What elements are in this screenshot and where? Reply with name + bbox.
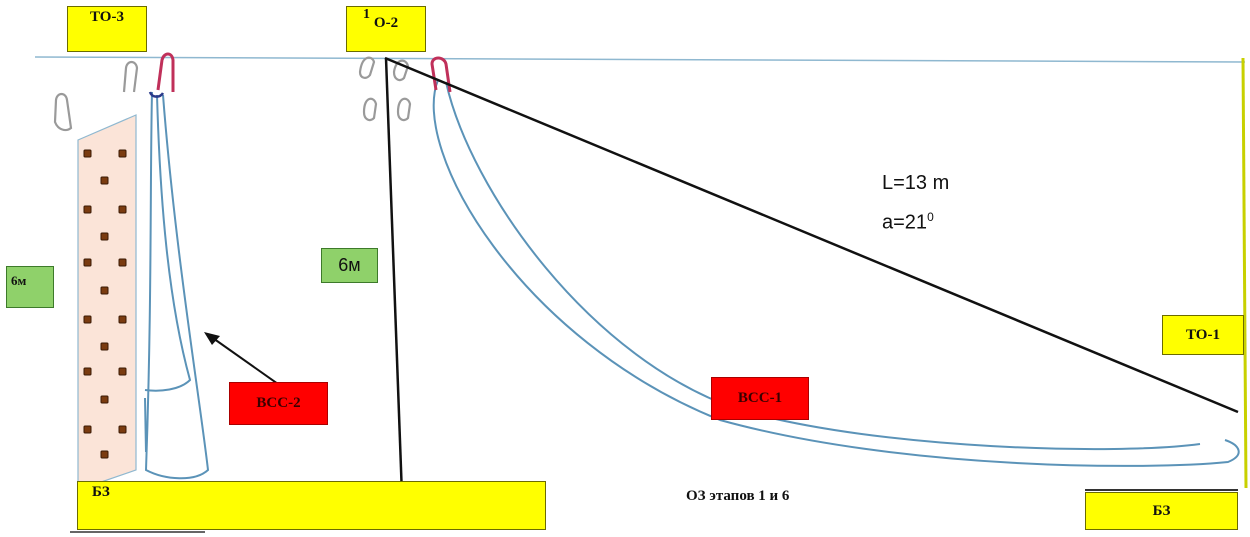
to1-text: ТО-1 bbox=[1186, 326, 1220, 343]
drill-hole bbox=[118, 425, 127, 434]
to3-label: ТО-3 bbox=[67, 6, 147, 52]
drill-hole bbox=[83, 315, 92, 324]
drill-hole bbox=[83, 258, 92, 267]
rock-face bbox=[77, 114, 137, 491]
angle-degree: 0 bbox=[927, 210, 934, 224]
o2-label: 1 О-2 bbox=[346, 6, 426, 52]
to3-text: ТО-3 bbox=[90, 9, 124, 25]
drill-hole bbox=[118, 149, 127, 158]
length-annotation: L=13 m bbox=[882, 172, 949, 195]
hook-marker bbox=[122, 60, 139, 93]
length-text: L=13 m bbox=[882, 172, 950, 194]
drill-hole bbox=[100, 286, 109, 295]
drill-holes bbox=[83, 149, 127, 459]
surface-line bbox=[34, 56, 1246, 63]
drill-hole bbox=[118, 205, 127, 214]
height-left-text: 6м bbox=[11, 273, 27, 288]
drill-hole bbox=[83, 425, 92, 434]
height-center-text: 6м bbox=[338, 255, 361, 275]
drill-hole bbox=[100, 342, 109, 351]
anchor-center bbox=[430, 56, 452, 93]
vss2-arrow-head bbox=[204, 332, 220, 345]
bz-right-text: БЗ bbox=[1152, 502, 1171, 519]
hook-markers bbox=[53, 56, 412, 132]
vertical-line bbox=[384, 57, 404, 497]
drill-hole bbox=[118, 315, 127, 324]
to1-label: ТО-1 bbox=[1162, 315, 1244, 355]
bz-left-bar: БЗ bbox=[77, 481, 546, 530]
hook-marker bbox=[53, 92, 73, 132]
hook-marker bbox=[358, 56, 376, 79]
angle-text: a=21 bbox=[882, 211, 928, 234]
height-center-label: 6м bbox=[321, 248, 378, 283]
drill-hole bbox=[100, 450, 109, 459]
left-loop-inner bbox=[144, 94, 192, 392]
bz-left-text: БЗ bbox=[92, 484, 110, 500]
vss2-arrow-line bbox=[209, 335, 279, 385]
vss2-text: ВСС-2 bbox=[256, 395, 301, 411]
left-loop-stub bbox=[144, 397, 147, 453]
drill-hole bbox=[118, 367, 127, 376]
drill-hole bbox=[118, 258, 127, 267]
drill-hole bbox=[83, 149, 92, 158]
left-loop-outer bbox=[144, 91, 210, 480]
vss1-label: ВСС-1 bbox=[711, 377, 809, 420]
hook-marker bbox=[362, 97, 378, 122]
drill-hole bbox=[100, 395, 109, 404]
drill-hole bbox=[100, 176, 109, 185]
drill-hole bbox=[83, 205, 92, 214]
oz-text: ОЗ этапов 1 и 6 bbox=[686, 488, 790, 504]
drill-hole bbox=[83, 367, 92, 376]
right-boundary bbox=[1241, 57, 1248, 489]
o2-text: О-2 bbox=[373, 15, 399, 31]
oz-stage-label: ОЗ этапов 1 и 6 bbox=[686, 488, 789, 505]
right-loop-inner bbox=[445, 81, 1201, 451]
o2-mark: 1 bbox=[363, 7, 370, 22]
anchor-left-tip bbox=[148, 91, 165, 98]
slope-line bbox=[384, 56, 1239, 414]
drill-hole bbox=[100, 232, 109, 241]
angle-annotation: a=210 bbox=[882, 210, 934, 235]
right-loop-outer bbox=[432, 79, 1240, 467]
bz-right-bar: БЗ bbox=[1085, 492, 1238, 530]
vss2-label: ВСС-2 bbox=[229, 382, 328, 425]
hook-marker bbox=[396, 97, 412, 122]
height-left-label: 6м bbox=[6, 266, 54, 308]
anchor-left bbox=[156, 52, 175, 92]
vss1-text: ВСС-1 bbox=[737, 390, 783, 406]
